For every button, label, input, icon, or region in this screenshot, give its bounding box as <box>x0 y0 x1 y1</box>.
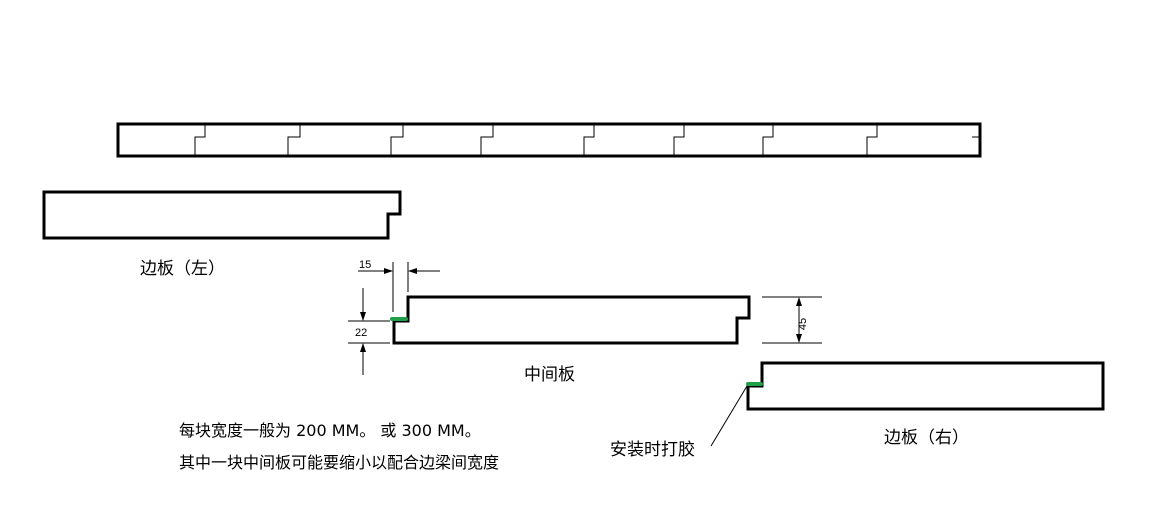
assembled-board-row <box>116 122 982 158</box>
tongue-width-dimension: 15 <box>358 259 440 312</box>
joint-1 <box>194 124 206 156</box>
middle-board-label: 中间板 <box>524 365 575 385</box>
joint-4 <box>480 124 494 156</box>
right-edge-board <box>746 361 1105 411</box>
right-board-label: 边板（右） <box>884 428 969 448</box>
glue-leader-line <box>710 385 748 447</box>
board-thickness-dimension: 45 <box>762 296 822 344</box>
tongue-height-value: 22 <box>355 327 367 339</box>
joint-6 <box>673 124 685 156</box>
joint-3 <box>390 124 404 156</box>
assembled-row-outline <box>116 122 982 158</box>
tongue-height-dimension: 22 <box>348 288 390 375</box>
board-joints <box>194 124 980 156</box>
left-edge-board <box>42 190 402 240</box>
joint-8 <box>866 124 878 156</box>
note-line-2: 其中一块中间板可能要缩小以配合边梁间宽度 <box>179 453 499 472</box>
tongue-width-value: 15 <box>359 259 371 271</box>
middle-board <box>392 295 751 345</box>
glue-note: 安装时打胶 <box>610 440 695 460</box>
board-thickness-value: 45 <box>797 318 809 330</box>
joint-2 <box>287 124 301 156</box>
joint-7 <box>762 124 774 156</box>
note-line-1: 每块宽度一般为 200 MM。 或 300 MM。 <box>179 421 481 440</box>
joint-5 <box>583 124 595 156</box>
left-board-label: 边板（左） <box>140 259 225 279</box>
